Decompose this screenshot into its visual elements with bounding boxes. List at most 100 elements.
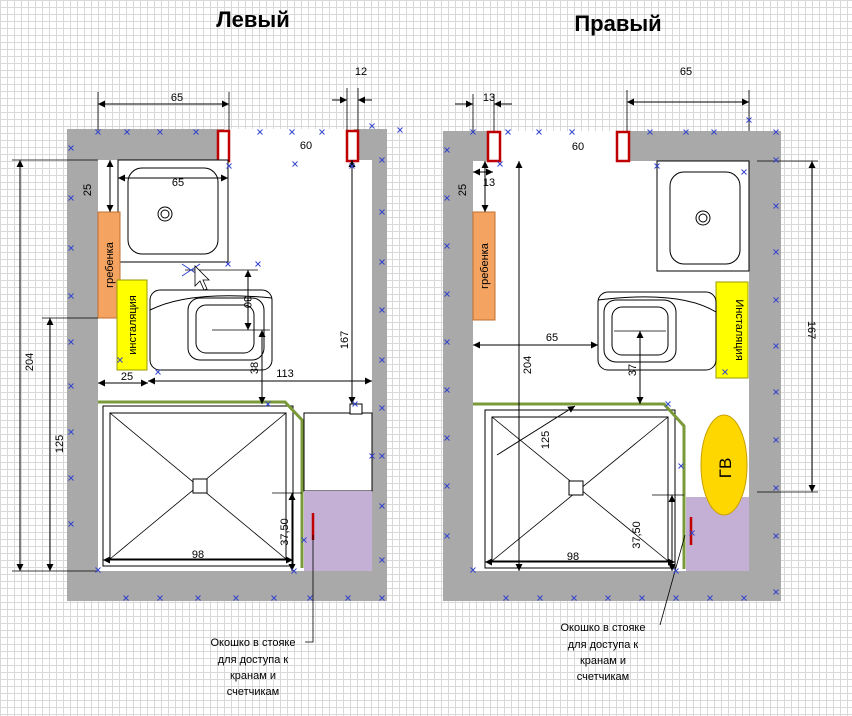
selection-handle: [345, 595, 351, 601]
right-dim-inner-204: 204: [522, 356, 534, 374]
left-toilet-bowl: [195, 304, 255, 354]
selection-handle: [444, 339, 450, 345]
left-note-line-2: для доступа к: [218, 654, 289, 666]
left-dim-inst-25: 25: [121, 371, 133, 383]
selection-handles: [68, 117, 779, 601]
selection-handle: [711, 129, 717, 135]
right-sink-drain-inner: [698, 213, 708, 223]
right-shower-screen: [473, 402, 686, 569]
selection-handle: [271, 595, 277, 601]
selection-handle: [773, 485, 779, 491]
selection-handle: [773, 343, 779, 349]
selection-handle: [157, 129, 163, 135]
selection-handle: [68, 145, 74, 151]
left-dim-shower-98: 98: [192, 549, 204, 561]
selection-handle: [68, 383, 74, 389]
selection-handle: [123, 595, 129, 601]
left-shower-screen: [98, 400, 304, 568]
selection-handle: [307, 595, 313, 601]
left-dim-top-12: 12: [355, 66, 367, 78]
selection-handle: [444, 195, 450, 201]
selection-handle: [470, 129, 476, 135]
selection-handle: [352, 401, 358, 407]
left-note-leader: [305, 535, 314, 643]
right-note-line-3: кранам и: [580, 655, 626, 667]
selection-handle: [444, 533, 450, 539]
right-dim-right-167: 167: [805, 321, 817, 339]
selection-handle: [379, 307, 385, 313]
selection-handle: [157, 595, 163, 601]
selection-handle: [369, 453, 375, 459]
selection-handle: [444, 291, 450, 297]
selection-handle: [68, 429, 74, 435]
selection-handle: [193, 129, 199, 135]
selection-handle: [444, 243, 450, 249]
left-riser-box: [303, 412, 373, 492]
selection-handle: [497, 161, 503, 167]
left-toilet-tank-line: [149, 295, 273, 311]
left-dim-toilet-30: 30: [241, 296, 253, 308]
left-riser-access-area: [304, 491, 372, 571]
selection-handle: [349, 163, 355, 169]
selection-handle: [773, 129, 779, 135]
selection-handle: [95, 129, 101, 135]
selection-handle: [289, 129, 295, 135]
left-plan: Левый 60 гребенка инсталяция: [12, 7, 387, 698]
selection-handle: [68, 245, 74, 251]
selection-handle: [155, 369, 161, 375]
selection-handle: [292, 161, 298, 167]
selection-handle: [319, 129, 325, 135]
left-sink-drain-inner: [160, 209, 170, 219]
cursor-crosshair: [181, 263, 210, 291]
selection-handle: [722, 369, 728, 375]
left-dim-shower-37-50: 37,50: [279, 518, 291, 546]
selection-handle: [95, 567, 101, 573]
left-installation: [116, 279, 148, 371]
left-door-frame-right: [345, 129, 360, 163]
selection-handle: [124, 129, 130, 135]
left-note-line-3: кранам и: [230, 670, 276, 682]
right-water-heater: [700, 414, 748, 516]
right-dim-toilet-37: 37: [627, 364, 639, 376]
right-installation-label: Инсталяция: [733, 299, 745, 360]
selection-handle: [746, 117, 752, 123]
selection-handle: [773, 589, 779, 595]
selection-handle: [444, 147, 450, 153]
selection-handle: [569, 129, 575, 135]
selection-handle: [379, 595, 385, 601]
selection-handle: [773, 437, 779, 443]
selection-handle: [605, 595, 611, 601]
selection-handle: [379, 453, 385, 459]
selection-handle: [505, 129, 511, 135]
selection-handle: [673, 595, 679, 601]
left-shower-drain: [192, 478, 208, 494]
selection-handle: [257, 129, 263, 135]
selection-handle: [291, 568, 297, 574]
selection-handle: [68, 339, 74, 345]
selection-handle: [369, 123, 375, 129]
left-note-line-1: Окошко в стояке: [211, 637, 296, 649]
selection-handle: [741, 169, 747, 175]
left-sink-basin: [127, 167, 219, 255]
selection-handle: [233, 595, 239, 601]
selection-handle: [503, 595, 509, 601]
right-door-frame-right: [615, 130, 631, 163]
selection-handle: [773, 297, 779, 303]
right-dim-span-65: 65: [546, 332, 558, 344]
left-rail-label: гребенка: [104, 241, 116, 288]
selection-handle: [195, 595, 201, 601]
right-dim-diag-125: 125: [540, 431, 552, 449]
left-door-opening: [224, 129, 354, 161]
right-dim-shower-37-50: 37,50: [631, 521, 643, 549]
selection-handle: [379, 503, 385, 509]
selection-handle: [773, 203, 779, 209]
right-dim-shower-98: 98: [567, 551, 579, 563]
right-note-leader: [659, 534, 686, 626]
selection-handle: [689, 530, 695, 536]
left-dim-toilet-38: 38: [249, 362, 261, 374]
selection-handle: [117, 357, 123, 363]
right-note-line-4: счетчикам: [577, 671, 630, 683]
right-dim-top-13: 13: [483, 92, 495, 104]
left-note-line-4: счетчикам: [227, 686, 280, 698]
selection-handle: [773, 533, 779, 539]
